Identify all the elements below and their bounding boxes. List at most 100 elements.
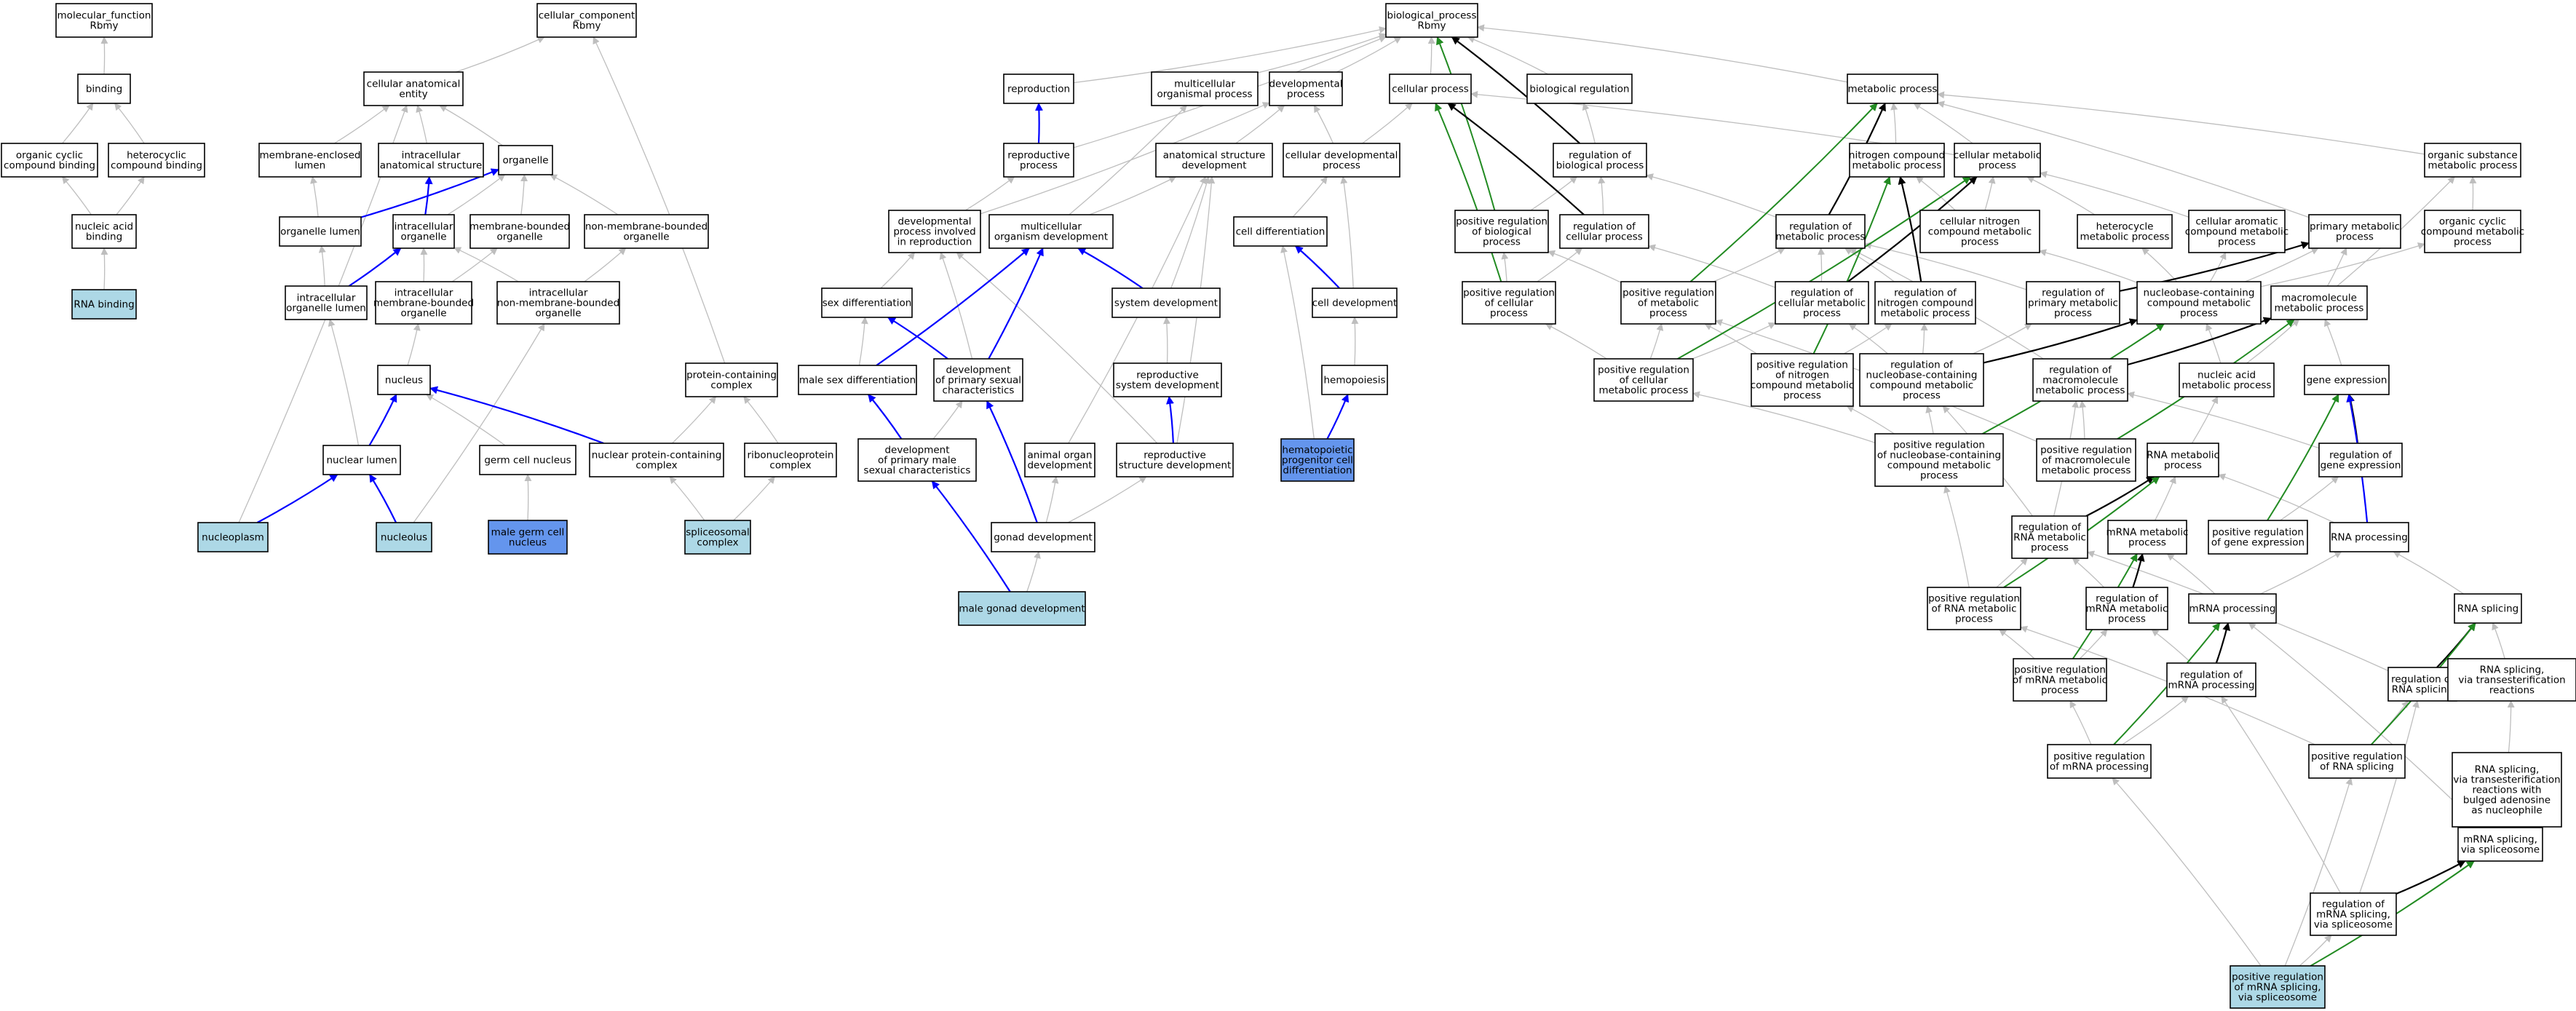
node-rna-bind[interactable]: RNA binding [71,289,137,320]
node-gene-expr[interactable]: gene expression [2304,365,2390,395]
node-nucleoplasm[interactable]: nucleoplasm [197,522,269,552]
node-rna-splicing[interactable]: RNA splicing [2454,593,2522,624]
node-reg-nucbase[interactable]: regulation ofnucleobase-containingcompou… [1859,353,1984,407]
node-gonad-dev[interactable]: gonad development [991,522,1095,552]
node-germ-nuc[interactable]: germ cell nucleus [479,445,576,475]
node-reproduction[interactable]: reproduction [1003,74,1074,104]
node-nuc-lumen[interactable]: nuclear lumen [322,445,401,475]
node-sex-diff[interactable]: sex differentiation [821,288,913,318]
node-metab-proc[interactable]: metabolic process [1847,74,1938,104]
node-male-sex-diff[interactable]: male sex differentiation [798,365,917,395]
node-intra-nonmem-org[interactable]: intracellularnon-membrane-boundedorganel… [496,281,620,325]
node-org-lumen[interactable]: organelle lumen [279,216,362,247]
node-sys-dev[interactable]: system development [1111,288,1221,318]
node-rna-proc[interactable]: RNA processing [2329,522,2409,552]
node-binding[interactable]: binding [77,74,131,104]
node-organelle[interactable]: organelle [498,145,553,175]
node-mrna-proc[interactable]: mRNA processing [2188,593,2277,624]
node-mrna-splice[interactable]: mRNA splicing,via spliceosome [2457,827,2543,862]
node-rna-splice-bulged[interactable]: RNA splicing,via transesterificationreac… [2452,752,2562,828]
node-cell-proc[interactable]: cellular process [1389,74,1472,104]
node-rna-splice-trans[interactable]: RNA splicing,via transesterificationreac… [2447,658,2576,702]
node-cell-diff[interactable]: cell differentiation [1233,216,1328,247]
node-male-gonad[interactable]: male gonad development [958,591,1086,626]
node-bio-reg[interactable]: biological regulation [1526,74,1633,104]
node-nucleus[interactable]: nucleus [377,365,431,395]
node-nucleolus[interactable]: nucleolus [376,522,432,552]
node-hemopoiesis[interactable]: hemopoiesis [1321,365,1388,395]
node-cell-development[interactable]: cell development [1312,288,1398,318]
